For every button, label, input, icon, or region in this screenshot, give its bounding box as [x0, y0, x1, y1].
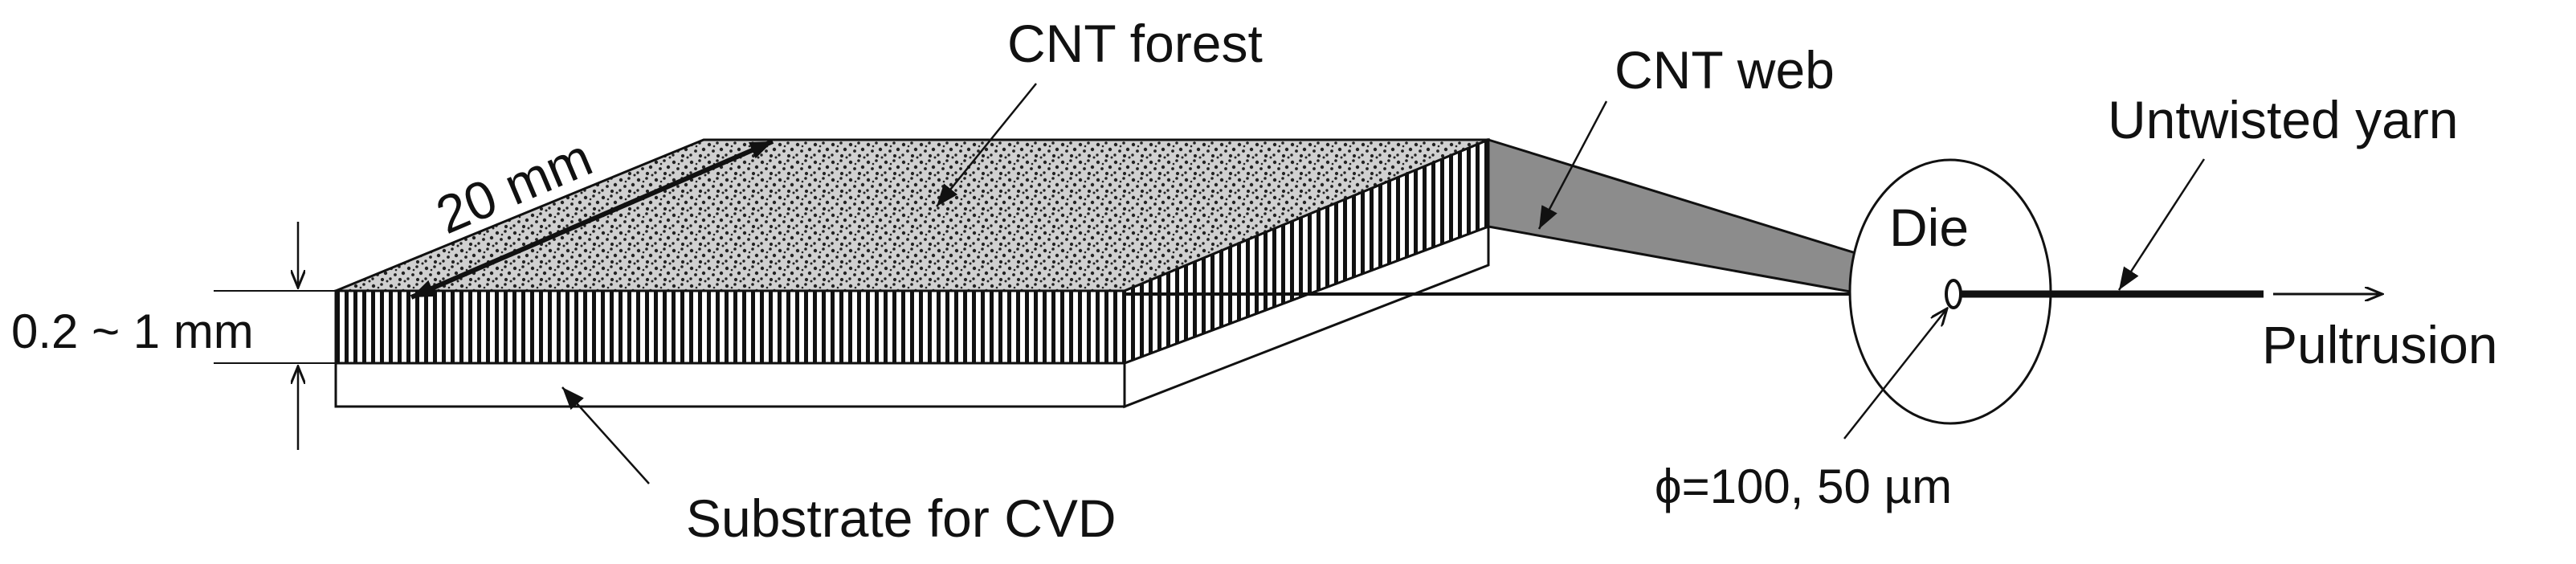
length-dimension-arrow: [410, 139, 774, 300]
height-dimension: [214, 222, 336, 450]
die-diameter-label: ϕ=100, 50 µm: [1655, 460, 1952, 513]
pultrusion-label: Pultrusion: [2262, 315, 2498, 374]
cnt-forest-front-face: [334, 289, 1126, 365]
substrate-label: Substrate for CVD: [686, 488, 1117, 548]
substrate-front-face: [334, 362, 1126, 408]
die-label: Die: [1889, 198, 1969, 257]
cnt-forest-leader: [936, 83, 1037, 207]
cnt-web-leader: [1537, 100, 1608, 230]
substrate-leader: [561, 386, 650, 484]
untwisted-yarn-label: Untwisted yarn: [2108, 90, 2459, 149]
untwisted-yarn-leader: [2117, 158, 2206, 291]
cnt-web-label: CNT web: [1615, 40, 1835, 100]
die-diameter-leader: [1843, 309, 1947, 439]
die-hole: [1945, 279, 1962, 309]
height-label: 0.2 ~ 1 mm: [11, 304, 254, 358]
substrate-block: [334, 224, 1490, 409]
cnt-forest-label: CNT forest: [1007, 14, 1263, 73]
